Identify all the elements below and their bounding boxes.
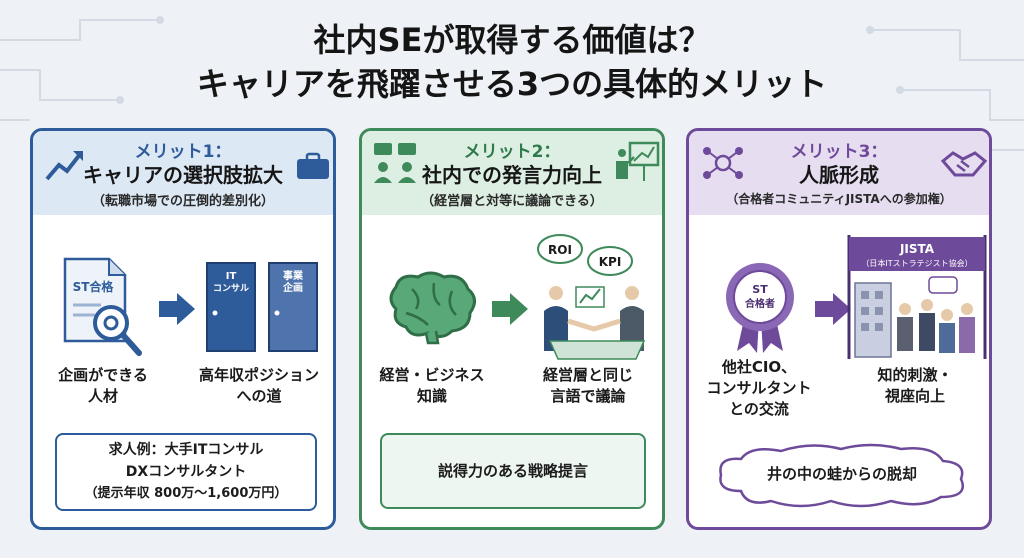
presentation-icon [616,141,660,181]
people-talking-icon [374,143,416,183]
roi-bubble: ROI [548,243,572,257]
right-label: 知的刺激・ 視座向上 [877,366,953,405]
merit-title: 人脈形成 [799,163,879,187]
cloud-callout-text: 井の中の蛙からの脱却 [766,465,917,483]
strategy-proposal-callout: 説得力のある戦略提言 [380,433,646,509]
left-label: 他社CIO、 コンサルタント との交流 [706,358,812,418]
panel-header: メリット1： キャリアの選択肢拡大 （転職市場での圧倒的差別化） [33,131,333,215]
right-label: 経営層と同じ 言語で議論 [542,366,633,405]
door1-line1: IT [226,271,237,282]
merit-tag: メリット3： [790,142,888,162]
door2-line2: 企画 [282,281,303,294]
left-label: 経営・ビジネス 知識 [379,366,485,405]
career-doors-icon: IT コンサル 事業 企画 [206,262,318,352]
door1-line2: コンサル [213,283,249,294]
network-icon [703,147,743,179]
merit-title: 社内での発言力向上 [422,163,602,187]
title-line-1: 社内SEが取得する価値は？ [313,21,711,59]
brain-icon [389,271,476,345]
doc-label: ST合格 [73,279,115,294]
briefcase-icon [297,152,329,179]
title-line-2: キャリアを飛躍させる3つの具体的メリット [196,65,828,103]
cloud-callout [719,443,964,508]
merit-subtitle: （合格者コミュニティJISTAへの参加権） [726,192,952,206]
right-arrow-icon [815,293,851,325]
right-arrow-icon [159,293,195,325]
merit-subtitle: （転職市場での圧倒的差別化） [91,194,274,209]
business-handshake-icon: ROI KPI [537,234,646,360]
jista-community-icon: JISTA （日本ITストラテジスト協会） [847,235,987,359]
merit-tag: メリット2： [463,142,561,162]
door2-line1: 事業 [283,269,304,282]
merit-title: キャリアの選択肢拡大 [83,163,283,187]
merit-panel-1: メリット1： キャリアの選択肢拡大 （転職市場での圧倒的差別化） ST合格 IT… [30,128,336,530]
panel-header: メリット3： 人脈形成 （合格者コミュニティJISTAへの参加権） [689,131,989,215]
badge-line2: 合格者 [744,297,775,310]
jista-banner-title: JISTA [899,242,935,256]
badge-line1: ST [752,283,768,296]
certification-badge-icon: ST 合格者 [726,263,794,353]
jista-banner-sub: （日本ITストラテジスト協会） [861,258,972,268]
page-title: 社内SEが取得する価値は？ キャリアを飛躍させる3つの具体的メリット [0,18,1024,106]
right-label: 高年収ポジション への道 [198,366,319,405]
growth-chart-icon [45,151,83,181]
merit-tag: メリット1： [134,142,232,162]
left-label: 企画ができる 人材 [58,366,148,405]
merit-panel-3: メリット3： 人脈形成 （合格者コミュニティJISTAへの参加権） ST 合格者… [686,128,992,530]
merit-subtitle: （経営層と対等に議論できる） [421,194,603,209]
merit-panel-2: メリット2： 社内での発言力向上 （経営層と対等に議論できる） ROI KPI [359,128,665,530]
job-example-callout: 求人例：大手ITコンサル DXコンサルタント （提示年収 800万〜1,600万… [55,433,317,511]
kpi-bubble: KPI [599,255,622,269]
right-arrow-icon [492,293,528,325]
handshake-icon [941,151,987,177]
document-magnifier-icon: ST合格 [63,257,142,356]
